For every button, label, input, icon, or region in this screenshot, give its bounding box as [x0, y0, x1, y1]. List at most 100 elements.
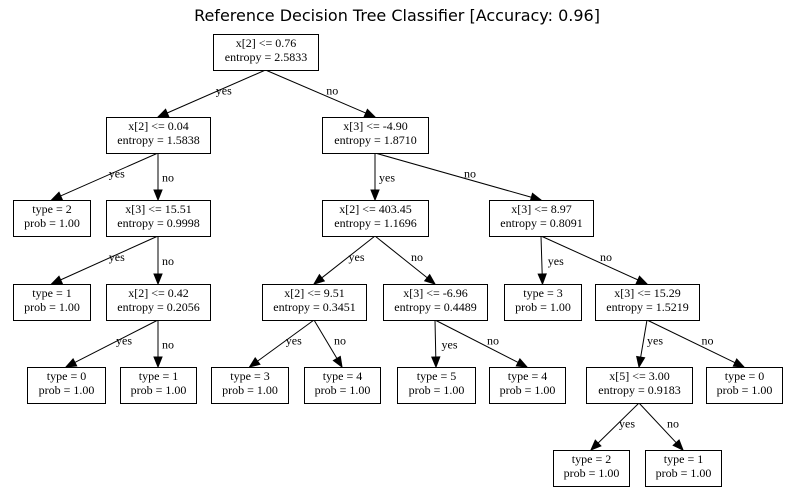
node-probability: prob = 1.00	[656, 466, 712, 480]
node-box	[322, 117, 429, 154]
node-box	[383, 284, 488, 321]
node-entropy: entropy = 0.9998	[117, 216, 199, 230]
edge-label: no	[162, 337, 174, 351]
edge-line	[60, 152, 159, 197]
node-box	[706, 367, 783, 404]
tree-edge-n5-n9: yes	[312, 235, 376, 285]
edge-line	[374, 235, 428, 279]
node-box	[27, 367, 106, 404]
node-class-label: type = 2	[572, 452, 611, 466]
node-entropy: entropy = 1.5838	[117, 133, 199, 147]
node-class-label: type = 5	[417, 369, 456, 383]
edge-line	[74, 319, 159, 363]
tree-edge-n0-n1: yes	[156, 69, 266, 118]
node-probability: prob = 1.00	[24, 300, 80, 314]
arrowhead-icon	[153, 273, 163, 286]
arrowhead-icon	[529, 192, 543, 202]
arrowhead-icon	[635, 275, 649, 285]
node-class-label: type = 3	[230, 369, 269, 383]
node-entropy: entropy = 0.2056	[117, 300, 199, 314]
node-split-condition: x[3] <= -6.96	[403, 286, 468, 300]
node-entropy: entropy = 2.5833	[225, 50, 307, 64]
node-split-condition: x[3] <= -4.90	[343, 119, 408, 133]
tree-edge-n5-n10: no	[374, 235, 437, 285]
node-probability: prob = 1.00	[24, 216, 80, 230]
node-box	[213, 34, 319, 71]
edge-label: no	[487, 333, 499, 347]
node-class-label: type = 1	[32, 286, 71, 300]
node-box	[120, 367, 197, 404]
node-entropy: entropy = 0.9183	[598, 383, 680, 397]
edge-line	[60, 235, 159, 281]
node-class-label: type = 1	[139, 369, 178, 383]
arrowhead-icon	[248, 357, 261, 368]
node-box	[211, 367, 289, 404]
edge-line	[638, 402, 677, 444]
edge-line	[166, 69, 266, 114]
arrowhead-icon	[672, 439, 684, 451]
edge-line	[597, 402, 640, 444]
tree-edge-n12-n19: yes	[636, 319, 663, 369]
tree-edge-n1-n4: no	[153, 153, 174, 202]
node-box	[13, 200, 91, 237]
edge-label: yes	[548, 254, 564, 268]
tree-edge-n0-n2: no	[265, 69, 377, 118]
node-box	[322, 200, 429, 237]
arrowhead-icon	[636, 355, 646, 369]
node-box	[106, 284, 211, 321]
node-split-condition: x[3] <= 15.29	[614, 286, 681, 300]
node-class-label: type = 0	[47, 369, 86, 383]
edge-label: yes	[349, 250, 365, 264]
edge-label: no	[162, 254, 174, 268]
tree-edge-n2-n5: yes	[370, 153, 395, 202]
diagram-title: Reference Decision Tree Classifier [Accu…	[194, 6, 600, 25]
node-box	[106, 200, 211, 237]
node-box	[595, 284, 700, 321]
edge-line	[434, 319, 437, 358]
edge-label: no	[702, 333, 714, 347]
tree-edge-n1-n3: yes	[50, 152, 159, 201]
edge-line	[257, 319, 315, 362]
node-box	[489, 367, 566, 404]
arrowhead-icon	[312, 273, 326, 285]
arrowhead-icon	[363, 108, 377, 118]
arrowhead-icon	[732, 358, 746, 368]
arrowhead-icon	[153, 189, 163, 202]
arrowhead-icon	[50, 275, 64, 285]
arrowhead-icon	[423, 273, 437, 285]
arrowhead-icon	[50, 191, 64, 201]
edge-line	[646, 319, 736, 364]
arrowhead-icon	[64, 358, 78, 368]
tree-edge-n4-n8: no	[153, 236, 174, 286]
node-entropy: entropy = 0.4489	[394, 300, 476, 314]
edge-label: yes	[216, 83, 232, 97]
node-class-label: type = 1	[664, 452, 703, 466]
tree-edge-n19-n22: no	[638, 402, 684, 451]
arrowhead-icon	[431, 356, 441, 369]
node-split-condition: x[2] <= 0.76	[236, 36, 297, 50]
node-box	[304, 367, 381, 404]
edge-label: no	[464, 166, 476, 180]
edge-label: yes	[619, 416, 635, 430]
tree-edge-n10-n18: no	[434, 319, 529, 368]
arrowhead-icon	[153, 356, 163, 369]
edge-label: yes	[109, 250, 125, 264]
